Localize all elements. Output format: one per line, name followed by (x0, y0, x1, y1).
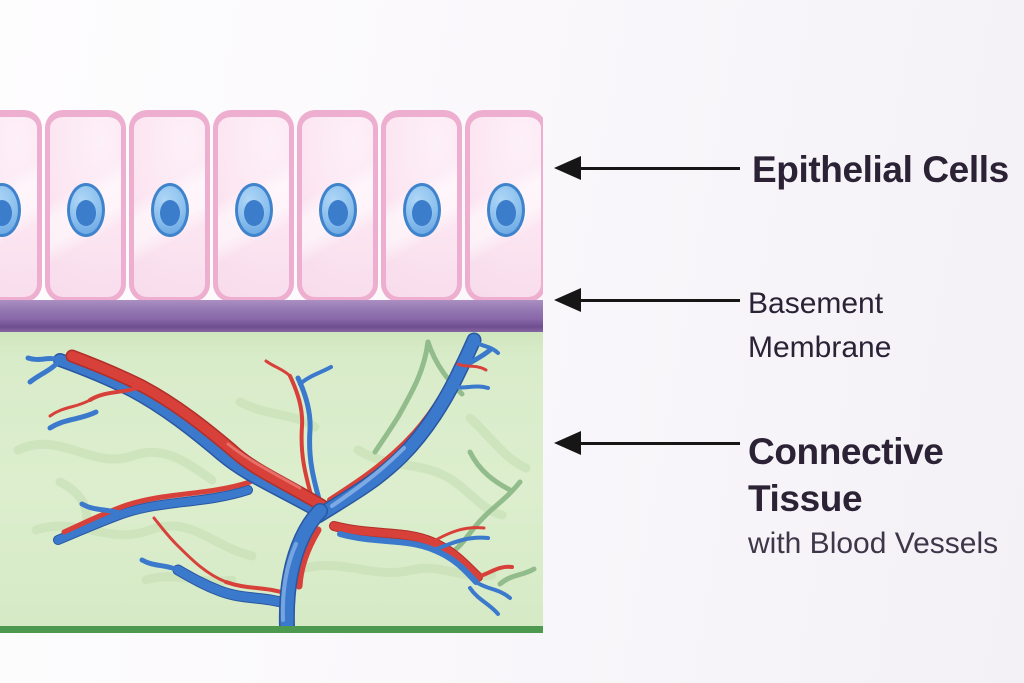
nucleolus (327, 200, 348, 226)
epithelial-cells-layer (0, 110, 543, 302)
arrow-shaft (576, 166, 740, 170)
cell-nucleus (402, 183, 441, 237)
cell-nucleus (234, 183, 273, 237)
nucleolus (75, 200, 96, 226)
arrow-shaft (576, 298, 740, 302)
arrow-shaft (576, 441, 740, 445)
nucleolus (495, 200, 516, 226)
nucleolus (0, 200, 12, 226)
basement-membrane-layer (0, 300, 543, 332)
epithelial-arrow (554, 156, 740, 180)
cell-nucleus (318, 183, 357, 237)
epithelial-cell (465, 110, 543, 302)
illustration-panel (0, 110, 543, 633)
epithelial-cell (129, 110, 210, 302)
nucleolus (411, 200, 432, 226)
epithelial-cells-label: Epithelial Cells (752, 149, 1009, 190)
nucleolus (243, 200, 264, 226)
connective-tissue-label: Connective Tissue (748, 431, 944, 520)
epithelial-cell (213, 110, 294, 302)
epithelial-cell (45, 110, 126, 302)
nucleolus (159, 200, 180, 226)
green-vessel-branches (372, 339, 537, 587)
connective-tissue-sublabel: with Blood Vessels (748, 527, 999, 560)
vessel-tree (25, 332, 514, 626)
cell-nucleus (66, 183, 105, 237)
epithelial-cell (381, 110, 462, 302)
cell-nucleus (150, 183, 189, 237)
epithelial-cell (0, 110, 42, 302)
cell-nucleus (0, 183, 21, 237)
connective-tissue-layer (0, 332, 543, 633)
epithelial-cell (297, 110, 378, 302)
cell-nucleus (486, 183, 525, 237)
basement-membrane-arrow (554, 288, 740, 312)
connective-tissue-arrow (554, 431, 740, 455)
blood-vessels-illustration (13, 332, 537, 626)
basement-membrane-label: Basement Membrane (748, 287, 892, 364)
